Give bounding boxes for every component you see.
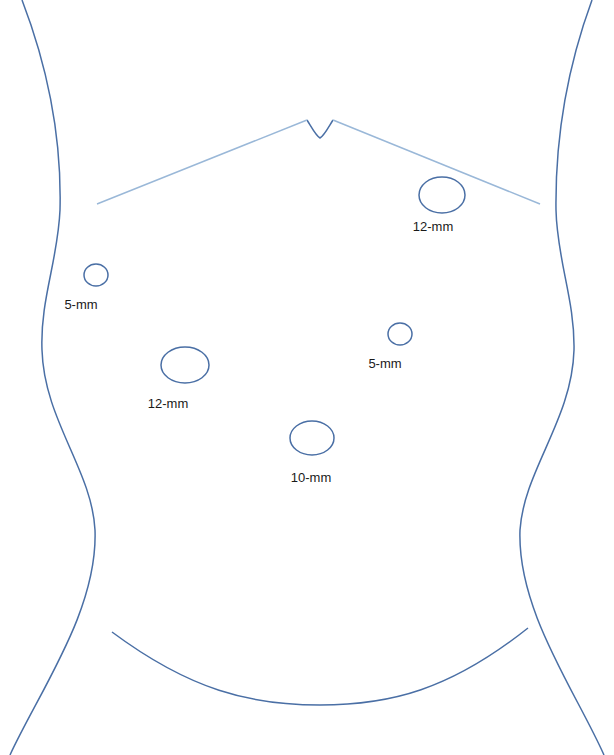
xiphoid-notch (307, 120, 333, 138)
costal-margin-right (333, 120, 540, 204)
port-size-label: 10-mm (291, 470, 331, 486)
body-outline-right (520, 0, 604, 755)
port-size-label: 12-mm (413, 219, 453, 235)
port-size-label: 5-mm (64, 297, 97, 313)
port-circle (84, 264, 108, 286)
port-size-label: 5-mm (368, 356, 401, 372)
body-outline-left (10, 0, 95, 755)
costal-margin-left (97, 120, 307, 204)
port-circle (419, 177, 465, 213)
port-size-label: 12-mm (148, 396, 188, 412)
port-circle (388, 323, 412, 345)
port-circle (290, 421, 334, 455)
groin-line (112, 628, 528, 705)
port-circle (161, 347, 209, 383)
